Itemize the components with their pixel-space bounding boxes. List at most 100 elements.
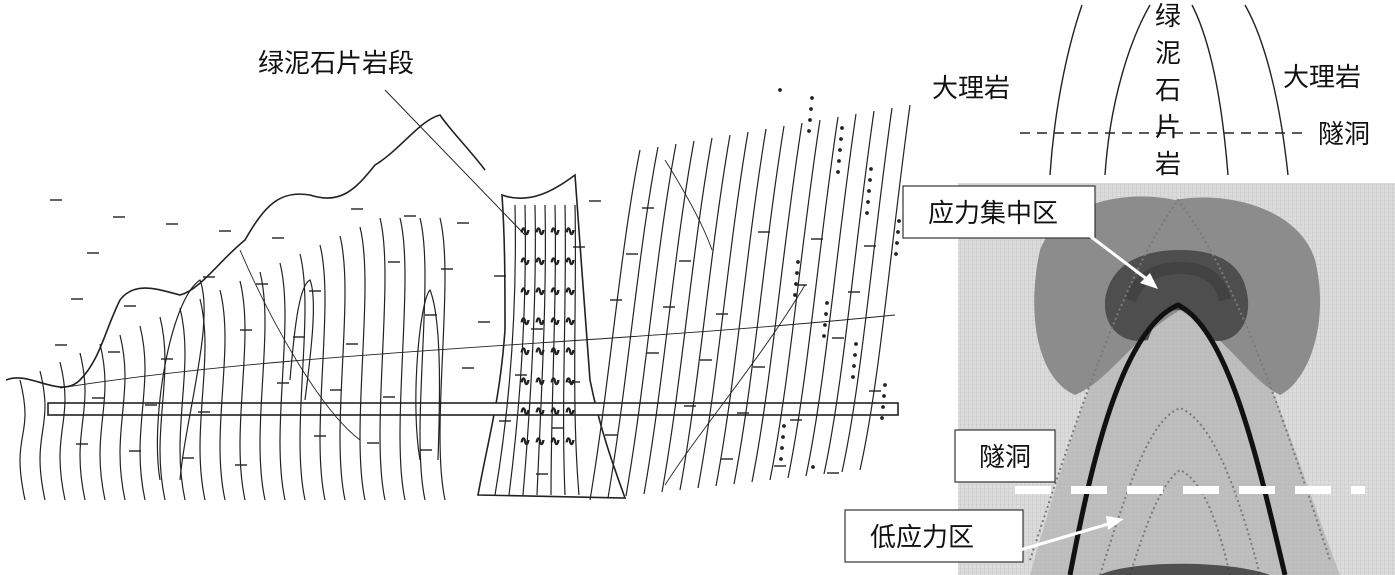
stratum-line bbox=[339, 235, 346, 501]
rock-dot bbox=[880, 416, 884, 420]
stress-concentration-label: 应力集中区 bbox=[928, 199, 1058, 229]
stratum-line bbox=[159, 316, 166, 501]
stratum-line bbox=[494, 204, 516, 496]
rock-dot bbox=[895, 241, 899, 245]
rock-dot bbox=[881, 405, 885, 409]
svg-text:岩: 岩 bbox=[1155, 150, 1181, 180]
rock-dot bbox=[837, 159, 841, 163]
stratum-line bbox=[59, 314, 896, 389]
stratum-line bbox=[607, 146, 659, 499]
stratum-line bbox=[19, 379, 26, 501]
stratum-line bbox=[508, 204, 526, 496]
rock-dot bbox=[781, 435, 785, 439]
stratum-line bbox=[625, 143, 677, 497]
rock-dot bbox=[795, 271, 799, 275]
rock-dot bbox=[869, 167, 873, 171]
stratum-line bbox=[119, 334, 126, 501]
schist-mark: ∿ bbox=[550, 254, 560, 268]
stratum-line bbox=[179, 307, 186, 501]
rock-dot bbox=[794, 282, 798, 286]
section-leader bbox=[384, 89, 526, 236]
rock-dot bbox=[825, 301, 829, 305]
rock-dot bbox=[778, 88, 782, 92]
stratum-line bbox=[239, 249, 361, 441]
schist-mark: ∿ bbox=[565, 374, 575, 388]
rock-dot bbox=[851, 375, 855, 379]
schist-mark: ∿ bbox=[535, 404, 545, 418]
tunnel-inner-label: 隧洞 bbox=[979, 443, 1031, 473]
stratum-line bbox=[823, 110, 875, 475]
stratum-line bbox=[664, 284, 806, 486]
schist-mark: ∿ bbox=[520, 254, 530, 268]
schist-mark: ∿ bbox=[520, 314, 530, 328]
svg-text:片: 片 bbox=[1155, 113, 1181, 143]
stratum-line bbox=[574, 204, 580, 496]
stratum-line bbox=[79, 352, 86, 501]
rock-dot bbox=[809, 107, 813, 111]
rock-dot bbox=[868, 178, 872, 182]
stratum-line bbox=[259, 271, 266, 501]
section-label: 绿泥石片岩段 bbox=[258, 49, 414, 79]
stratum-line bbox=[859, 104, 911, 471]
schist-mark: ∿ bbox=[565, 254, 575, 268]
svg-text:石: 石 bbox=[1155, 76, 1181, 106]
schist-mark: ∿ bbox=[550, 434, 560, 448]
rock-dot bbox=[780, 446, 784, 450]
stratum-line bbox=[199, 298, 206, 501]
rock-dot bbox=[796, 260, 800, 264]
stratum-line bbox=[39, 370, 46, 501]
schist-mark: ∿ bbox=[550, 224, 560, 238]
stratum-line bbox=[841, 107, 893, 473]
rock-dot bbox=[883, 383, 887, 387]
rock-dot bbox=[896, 230, 900, 234]
stratum-line bbox=[679, 134, 731, 491]
rock-dot bbox=[894, 252, 898, 256]
rock-dot bbox=[865, 211, 869, 215]
rock-dot bbox=[823, 323, 827, 327]
stratum-line bbox=[289, 279, 314, 401]
low-stress-arrow bbox=[1019, 520, 1116, 552]
stratum-line bbox=[715, 128, 767, 487]
stress-concentration-box bbox=[902, 185, 1096, 239]
stratum-line bbox=[319, 244, 326, 501]
schist-mark: ∿ bbox=[535, 344, 545, 358]
schist-mark: ∿ bbox=[565, 224, 575, 238]
rock-dot bbox=[822, 334, 826, 338]
rock-dot bbox=[811, 465, 815, 469]
schist-mark: ∿ bbox=[535, 314, 545, 328]
chlorite-block bbox=[477, 173, 627, 499]
stratum-line bbox=[661, 137, 713, 493]
schist-mark: ∿ bbox=[535, 224, 545, 238]
schist-mark: ∿ bbox=[520, 374, 530, 388]
rock-dot bbox=[824, 312, 828, 316]
rock-dot bbox=[838, 148, 842, 152]
stratum-line bbox=[805, 113, 857, 477]
schematic bbox=[1020, 4, 1305, 176]
schist-mark: ∿ bbox=[535, 254, 545, 268]
rock-dot bbox=[810, 96, 814, 100]
stratum-line bbox=[733, 125, 785, 485]
schist-mark: ∿ bbox=[520, 434, 530, 448]
stratum-line bbox=[379, 217, 386, 501]
rock-dot bbox=[807, 129, 811, 133]
schist-mark: ∿ bbox=[550, 314, 560, 328]
stratum-line bbox=[139, 325, 146, 501]
stratum-line bbox=[751, 122, 803, 483]
stratum-line bbox=[664, 159, 713, 251]
schist-mark: ∿ bbox=[520, 224, 530, 238]
rock-dot bbox=[779, 457, 783, 461]
stratum-line bbox=[359, 226, 366, 501]
stratum-line bbox=[239, 280, 246, 501]
rock-dot bbox=[836, 170, 840, 174]
schist-mark: ∿ bbox=[550, 404, 560, 418]
schist-mark: ∿ bbox=[520, 404, 530, 418]
stratum-line bbox=[156, 279, 205, 481]
rock-dot bbox=[839, 137, 843, 141]
rock-dot bbox=[782, 424, 786, 428]
svg-text:泥: 泥 bbox=[1155, 39, 1181, 69]
stratum-line bbox=[439, 217, 446, 501]
stratum-line bbox=[769, 119, 821, 481]
stratum-line bbox=[279, 262, 286, 501]
schist-mark: ∿ bbox=[565, 284, 575, 298]
rock-dot bbox=[852, 364, 856, 368]
